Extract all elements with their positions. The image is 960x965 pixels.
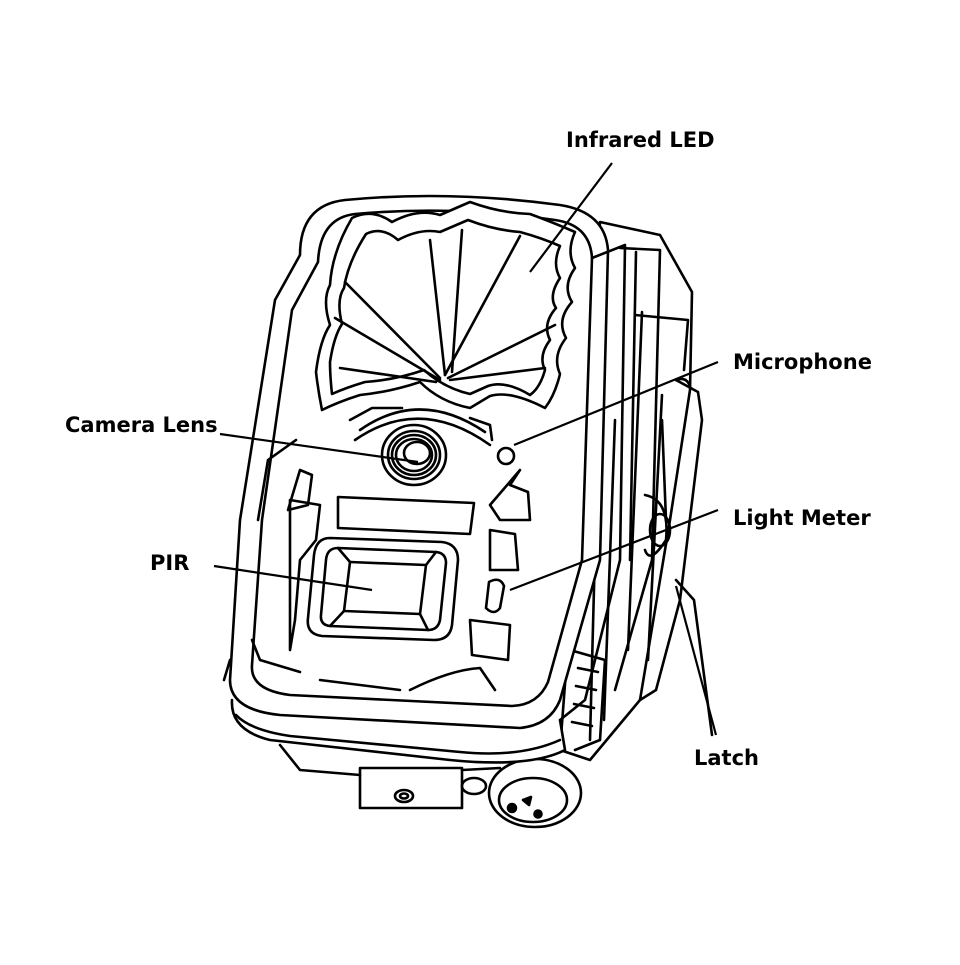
label-infrared-led: Infrared LED — [566, 128, 715, 152]
bottom-mount — [358, 766, 488, 810]
label-latch: Latch — [694, 746, 759, 770]
callout-line-infrared-led — [529, 162, 613, 273]
microphone-hole — [496, 446, 516, 466]
label-light-meter: Light Meter — [733, 506, 871, 530]
label-camera-lens: Camera Lens — [65, 413, 218, 437]
callout-line-microphone — [513, 360, 719, 447]
camera-lens — [353, 408, 492, 487]
pir-sensor — [306, 536, 460, 642]
callout-line-pir — [213, 564, 373, 592]
callout-line-latch — [674, 585, 718, 736]
infrared-led-window — [314, 200, 577, 412]
callout-line-camera-lens — [219, 432, 419, 464]
callout-lines — [213, 162, 719, 736]
display-window — [336, 495, 476, 536]
label-pir: PIR — [150, 551, 190, 575]
light-meter-slot — [484, 578, 506, 614]
label-microphone: Microphone — [733, 350, 872, 374]
latch-knob — [487, 757, 583, 829]
callout-line-light-meter — [509, 508, 719, 592]
front-ribs — [348, 406, 532, 662]
